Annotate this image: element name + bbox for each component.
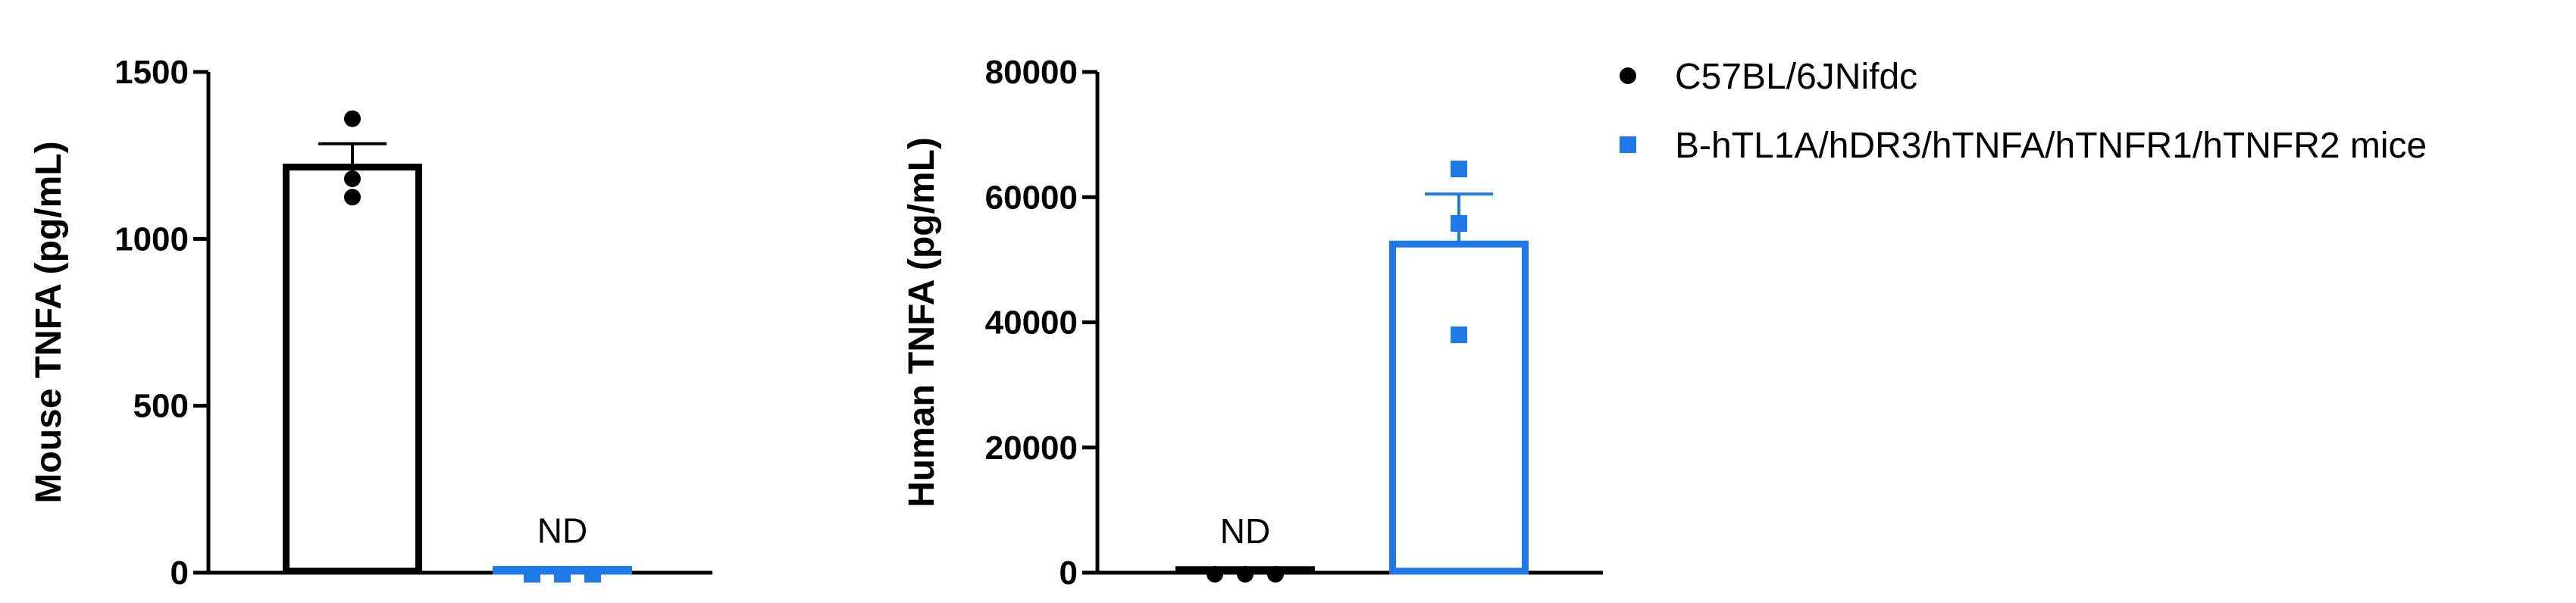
bar — [1389, 240, 1529, 575]
y-axis-title: Human TNFA (pg/mL) — [902, 137, 942, 508]
data-point — [1207, 566, 1223, 583]
data-point — [344, 189, 361, 206]
y-tick-label: 1000 — [114, 220, 189, 258]
data-point — [1451, 161, 1467, 178]
y-axis-title: Mouse TNFA (pg/mL) — [29, 141, 69, 503]
data-point — [1451, 214, 1467, 232]
bar — [283, 164, 422, 575]
y-tick-label: 60000 — [985, 179, 1078, 216]
y-tick-label: 80000 — [985, 54, 1078, 91]
data-point — [524, 566, 540, 583]
y-tick-label: 20000 — [985, 430, 1078, 467]
y-tick-label: 0 — [171, 555, 189, 592]
bar-annotation: ND — [1220, 511, 1270, 551]
data-point — [584, 566, 601, 583]
data-point — [1451, 326, 1467, 344]
data-point — [1267, 566, 1284, 583]
data-point — [1237, 566, 1254, 583]
legend-marker-humanized — [1620, 136, 1636, 153]
data-point — [344, 110, 361, 127]
y-tick-label: 500 — [133, 388, 189, 425]
y-tick-label: 1500 — [114, 54, 189, 91]
legend-label-humanized: B-hTL1A/hDR3/hTNFA/hTNFR1/hTNFR2 mice — [1675, 126, 2427, 166]
data-point — [554, 566, 571, 583]
legend-label-wild-type: C57BL/6JNifdc — [1675, 57, 1917, 97]
y-tick-label: 40000 — [985, 305, 1078, 342]
legend: C57BL/6JNifdc B-hTL1A/hDR3/hTNFA/hTNFR1/… — [1620, 57, 2427, 166]
y-tick-label: 0 — [1060, 555, 1078, 592]
bar-annotation: ND — [537, 511, 587, 551]
legend-marker-wild-type — [1620, 67, 1636, 84]
data-point — [344, 170, 361, 188]
